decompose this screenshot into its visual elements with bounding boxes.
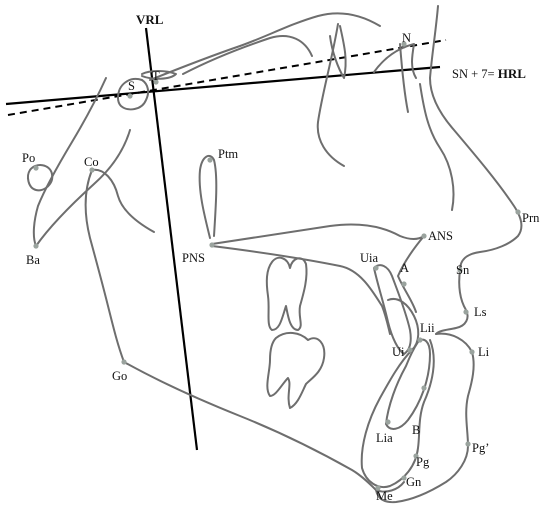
- label-li: Li: [478, 345, 490, 359]
- symphysis-outline: [360, 339, 435, 488]
- label-sn: Sn: [456, 263, 470, 277]
- point-gn: [401, 475, 407, 481]
- point-ans: [421, 233, 427, 239]
- point-lia: [385, 419, 391, 425]
- point-sn: [457, 267, 463, 273]
- pterygomaxillary-fissure: [198, 154, 218, 239]
- point-pg-soft: [465, 441, 471, 447]
- label-b: B: [412, 423, 420, 437]
- label-t: T: [152, 69, 160, 83]
- label-s: S: [128, 79, 135, 93]
- label-ui: Ui: [392, 345, 405, 359]
- basion-clivus: [35, 129, 131, 247]
- point-pg: [413, 453, 419, 459]
- palatal-plane-lower: [211, 245, 391, 335]
- label-me: Me: [376, 489, 393, 503]
- orbit-outline: [182, 35, 313, 75]
- coronoid-outline: [91, 168, 155, 233]
- hrl-line: [5, 65, 441, 106]
- soft-tissue-forehead-nose: [429, 5, 523, 271]
- point-ls: [463, 309, 469, 315]
- palate-soft-curve: [316, 23, 345, 167]
- lower-lip-profile: [375, 332, 475, 504]
- label-ba: Ba: [26, 253, 40, 267]
- point-ba: [33, 243, 39, 249]
- sn-line-dashed: [7, 39, 447, 116]
- anterior-cranial-base: [149, 12, 381, 81]
- occipital-outline: [32, 77, 107, 247]
- point-lii: [417, 337, 423, 343]
- label-pg: Pg: [416, 455, 430, 469]
- point-s: [127, 93, 133, 99]
- label-gn: Gn: [406, 475, 422, 489]
- label-ans: ANS: [428, 229, 453, 243]
- point-ui: [407, 347, 413, 353]
- condyle-ramus: [84, 169, 125, 363]
- upper-molar: [265, 256, 308, 331]
- point-me: [375, 485, 381, 491]
- label-ls: Ls: [474, 305, 487, 319]
- label-go: Go: [112, 369, 127, 383]
- label-po: Po: [22, 151, 35, 165]
- label-lii: Lii: [420, 321, 435, 335]
- vrl-line: [144, 27, 199, 451]
- upper-incisor-crown: [387, 298, 420, 351]
- nasal-inner-outline: [419, 83, 455, 211]
- anterior-maxilla: [397, 235, 425, 313]
- point-b: [421, 385, 427, 391]
- nasal-bone: [399, 43, 409, 113]
- label-vrl: VRL: [136, 12, 164, 27]
- mandibular-lower-border: [123, 361, 405, 493]
- point-n: [401, 41, 407, 47]
- point-li: [469, 349, 475, 355]
- sella-turcica-outline: [117, 78, 150, 111]
- point-co: [89, 167, 95, 173]
- label-prn: Prn: [522, 211, 540, 225]
- point-ptm: [207, 157, 213, 163]
- lower-molar: [266, 332, 326, 409]
- label-n: N: [402, 31, 411, 45]
- point-po: [33, 165, 39, 171]
- point-prn: [515, 209, 521, 215]
- point-a: [401, 281, 407, 287]
- palatal-plane-upper: [211, 223, 425, 245]
- label-a: A: [400, 261, 409, 275]
- point-t: [153, 79, 159, 85]
- label-uia: Uia: [360, 251, 379, 265]
- point-go: [121, 359, 127, 365]
- upper-incisor: [373, 264, 412, 355]
- soft-tissue-nasion: [373, 43, 417, 79]
- label-hrl: SN + 7= HRL: [452, 66, 526, 81]
- label-lia: Lia: [376, 431, 393, 445]
- point-pns: [209, 242, 215, 248]
- label-pg-soft: Pg’: [472, 441, 489, 455]
- label-co: Co: [84, 155, 99, 169]
- label-pns: PNS: [182, 251, 205, 265]
- lower-incisor: [385, 338, 431, 430]
- porion-ring: [27, 164, 54, 192]
- label-ptm: Ptm: [218, 147, 238, 161]
- upper-lip-profile: [435, 269, 469, 335]
- point-uia: [373, 265, 379, 271]
